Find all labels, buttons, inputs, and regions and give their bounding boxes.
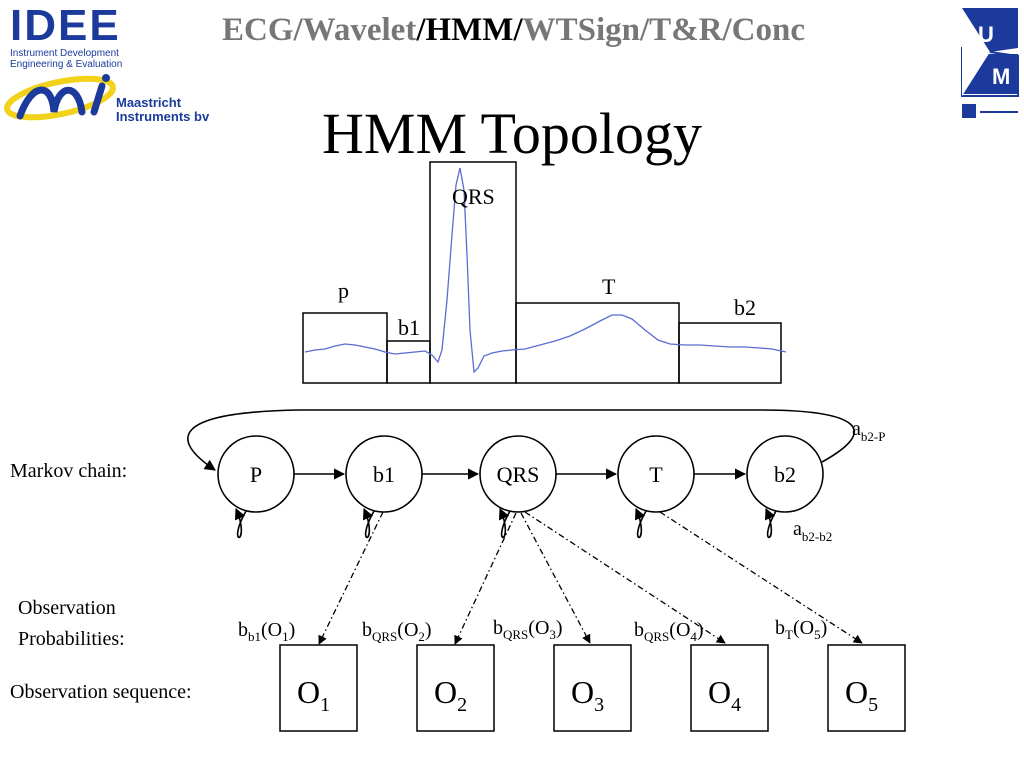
idee-logo: IDEE Instrument Development Engineering … — [10, 1, 160, 71]
ecg-segment-t-box — [515, 302, 680, 384]
state-qrs-label: QRS — [497, 462, 540, 487]
emission-label-4: bQRS(O4) — [634, 619, 704, 644]
observation-sequence-label: Observation sequence: — [10, 681, 192, 703]
state-t-label: T — [649, 462, 663, 487]
observation-3: O3 — [571, 674, 604, 716]
ecg-label-b1: b1 — [398, 315, 420, 340]
ecg-trace — [304, 167, 787, 374]
self-loop-t — [634, 507, 647, 539]
ecg-label-p: p — [338, 278, 349, 303]
emission-label-5: bT(O5) — [775, 617, 827, 642]
mi-logo-text: Maastricht Instruments bv — [116, 96, 209, 124]
um-logo-icon: U M — [961, 8, 1019, 118]
observation-box-5 — [827, 644, 906, 732]
self-loop-b2 — [764, 507, 777, 539]
ecg-segment-b2-box — [678, 322, 782, 384]
emission-label-2: bQRS(O2) — [362, 619, 432, 644]
mi-logo-line-1: Maastricht — [116, 95, 182, 110]
observation-box-3 — [553, 644, 632, 732]
ecg-segment-p-box — [302, 312, 388, 384]
mi-logo-line-2: Instruments bv — [116, 109, 210, 124]
ecg-label-t: T — [602, 274, 616, 299]
ecg-label-qrs: QRS — [452, 184, 495, 209]
self-loop-b1 — [362, 507, 375, 539]
emission-label-1: bb1(O1) — [238, 619, 295, 644]
um-logo: U M — [958, 4, 1020, 127]
observation-box-1 — [279, 644, 358, 732]
observation-1: O1 — [297, 674, 330, 716]
observation-box-2 — [416, 644, 495, 732]
emission-qrs-o4 — [524, 511, 726, 644]
header-breadcrumb: ECG/Wavelet/HMM/WTSign/T&R/Conc — [222, 12, 805, 49]
slide-title: HMM Topology — [322, 101, 702, 166]
um-letter-u: U — [978, 22, 994, 47]
observation-box-4 — [690, 644, 769, 732]
observation-probabilities-label-line-1: Observation — [18, 597, 116, 619]
observation-4: O4 — [708, 674, 741, 716]
state-b1-label: b1 — [373, 462, 395, 487]
observation-probabilities-label-line-2: Probabilities: — [18, 628, 125, 650]
ecg-segment-qrs-box — [429, 161, 517, 384]
breadcrumb-prefix: ECG/Wavelet — [222, 12, 417, 48]
transition-b2-to-p — [187, 409, 855, 471]
um-letter-m: M — [992, 64, 1010, 89]
emission-label-3: bQRS(O3) — [493, 617, 563, 642]
state-b2 — [746, 435, 824, 513]
breadcrumb-suffix: WTSign/T&R/Conc — [522, 12, 806, 48]
breadcrumb-active: /HMM/ — [416, 12, 523, 48]
emission-qrs-o3 — [520, 512, 591, 644]
idee-logo-name: IDEE — [10, 1, 121, 50]
observation-2: O2 — [434, 674, 467, 716]
markov-chain-label: Markov chain: — [10, 460, 127, 482]
state-b2-label: b2 — [774, 462, 796, 487]
label-a-b2-b2: ab2-b2 — [793, 518, 832, 544]
state-p-label: P — [250, 462, 262, 487]
ecg-segment-b1-box — [386, 340, 431, 384]
observation-5: O5 — [845, 674, 878, 716]
mi-swoosh-icon — [4, 74, 116, 121]
emission-qrs-o2 — [454, 512, 517, 645]
self-loop-qrs — [498, 507, 511, 539]
self-loop-p — [234, 507, 247, 539]
emission-b1-o1 — [318, 511, 384, 645]
mi-logo-graphic — [2, 72, 116, 129]
idee-logo-subtitle: Instrument Development Engineering & Eva… — [10, 48, 123, 70]
label-a-b2-p: ab2-P — [852, 418, 885, 444]
ecg-label-b2: b2 — [734, 295, 756, 320]
